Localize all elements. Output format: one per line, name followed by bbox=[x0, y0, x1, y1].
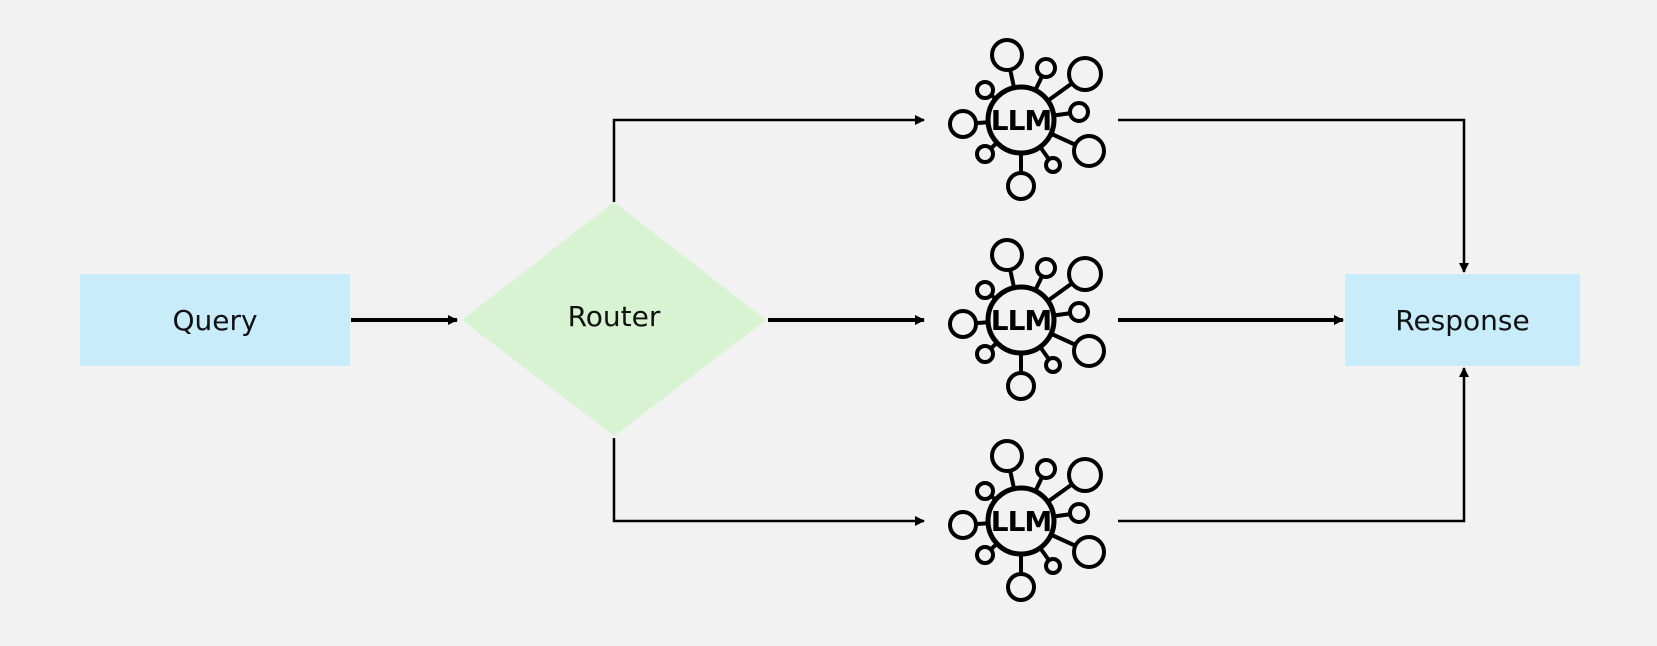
query-label: Query bbox=[172, 303, 258, 337]
router-node-shape bbox=[462, 202, 766, 436]
llm-network-icon: LLM bbox=[950, 441, 1104, 600]
llm-middle-label: LLM bbox=[991, 304, 1052, 337]
llm-network-icon: LLM bbox=[950, 40, 1104, 199]
response-node: Response bbox=[1345, 274, 1580, 366]
query-node: Query bbox=[80, 274, 350, 366]
edge-llm-bottom-response bbox=[1118, 367, 1469, 523]
response-label: Response bbox=[1395, 303, 1530, 337]
llm-bottom-label: LLM bbox=[991, 505, 1052, 538]
llm-network-icon: LLM bbox=[950, 240, 1104, 399]
router-label: Router bbox=[567, 300, 661, 333]
edge-router-llm-top bbox=[612, 115, 925, 202]
query-node-shape bbox=[80, 274, 350, 366]
llm-top-label: LLM bbox=[991, 104, 1052, 137]
edge-router-llm-bottom bbox=[612, 438, 925, 526]
response-node-shape bbox=[1345, 274, 1580, 366]
edge-llm-top-response bbox=[1118, 118, 1469, 273]
